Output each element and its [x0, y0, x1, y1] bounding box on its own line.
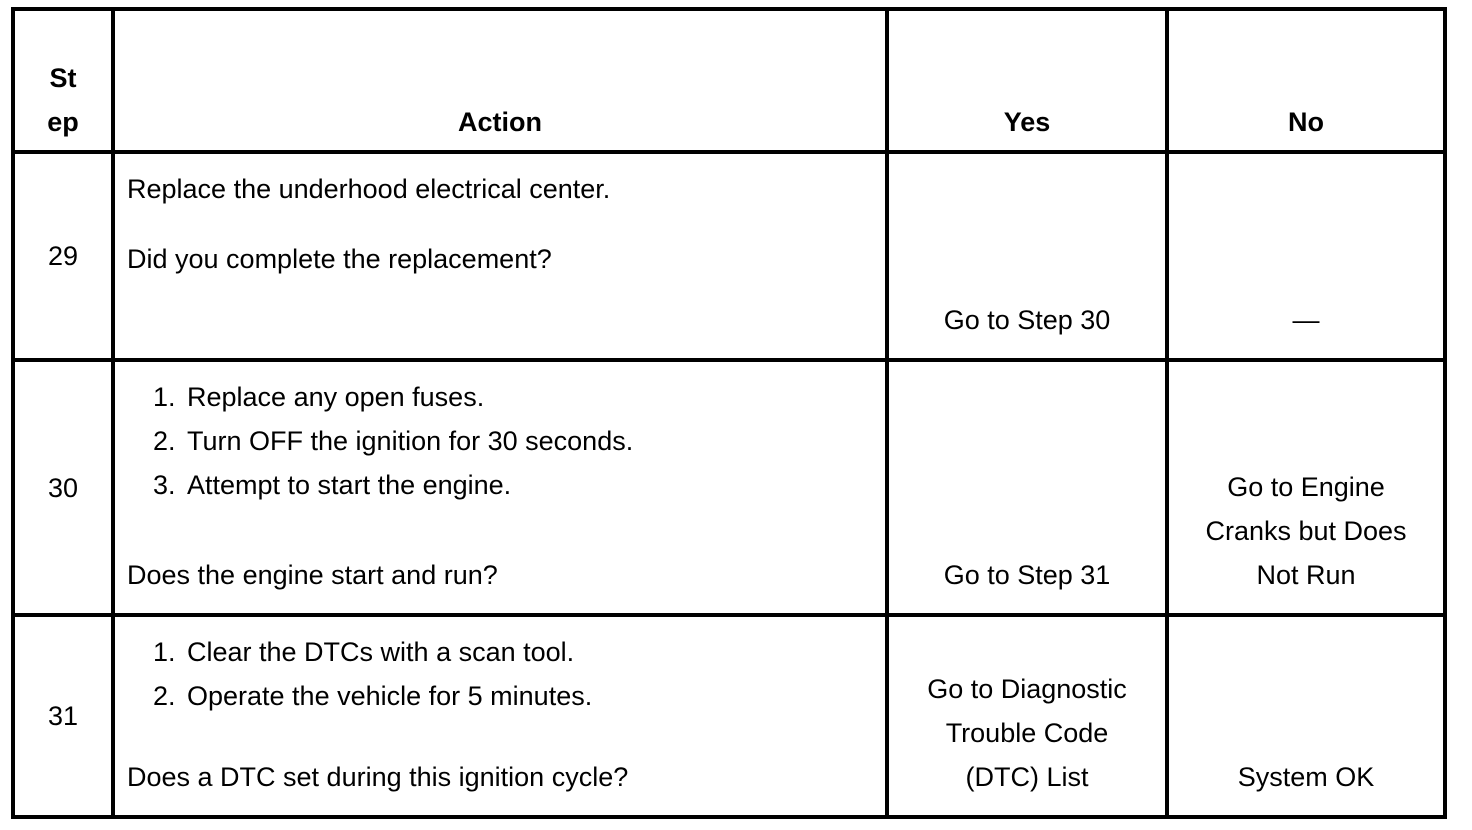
step-number-31: 31: [47, 701, 79, 731]
yes-value-31: Go to Diagnostic Trouble Code (DTC) List: [927, 674, 1127, 792]
action-list-31: Clear the DTCs with a scan tool. Operate…: [127, 630, 871, 718]
yes-cell-31: Go to Diagnostic Trouble Code (DTC) List: [889, 617, 1165, 815]
column-header-action-label: Action: [458, 107, 542, 137]
yes-value-30: Go to Step 31: [943, 560, 1111, 590]
action-cell-31: Clear the DTCs with a scan tool. Operate…: [115, 617, 885, 815]
no-cell-30: Go to Engine Cranks but Does Not Run: [1169, 362, 1443, 613]
action-cell-30: Replace any open fuses. Turn OFF the ign…: [115, 362, 885, 613]
step-number-cell-30: 30: [15, 362, 111, 613]
no-value-30: Go to Engine Cranks but Does Not Run: [1205, 472, 1407, 590]
yes-cell-30: Go to Step 31: [889, 362, 1165, 613]
step-number-30: 30: [47, 472, 79, 503]
no-cell-29: —: [1169, 154, 1443, 358]
no-value-31: System OK: [1237, 762, 1375, 792]
diagnostic-steps-table: St ep Action Yes No 29 Replace the under…: [11, 7, 1447, 819]
column-header-no-label: No: [1288, 107, 1324, 137]
action-cell-29: Replace the underhood electrical center.…: [115, 154, 885, 358]
column-header-action: Action: [115, 11, 885, 150]
action-item-31-1: Clear the DTCs with a scan tool.: [183, 630, 871, 674]
action-question-31: Does a DTC set during this ignition cycl…: [127, 762, 629, 792]
column-header-yes-label: Yes: [1003, 107, 1051, 137]
yes-cell-29: Go to Step 30: [889, 154, 1165, 358]
action-item-30-2: Turn OFF the ignition for 30 seconds.: [183, 419, 871, 463]
action-item-30-3: Attempt to start the engine.: [183, 463, 871, 507]
no-value-29: —: [1292, 305, 1320, 335]
action-intro-29: Replace the underhood electrical center.: [127, 174, 611, 204]
action-item-31-2: Operate the vehicle for 5 minutes.: [183, 674, 871, 718]
step-number-29: 29: [47, 241, 79, 271]
column-header-no: No: [1169, 11, 1443, 150]
step-number-cell-31: 31: [15, 617, 111, 815]
yes-value-29: Go to Step 30: [943, 305, 1111, 335]
step-number-cell-29: 29: [15, 154, 111, 358]
column-header-step: St ep: [15, 11, 111, 150]
action-question-29: Did you complete the replacement?: [127, 244, 552, 274]
action-item-30-1: Replace any open fuses.: [183, 375, 871, 419]
column-header-step-label: St ep: [47, 63, 79, 137]
action-question-30: Does the engine start and run?: [127, 560, 498, 590]
action-list-30: Replace any open fuses. Turn OFF the ign…: [127, 375, 871, 507]
no-cell-31: System OK: [1169, 617, 1443, 815]
column-header-yes: Yes: [889, 11, 1165, 150]
